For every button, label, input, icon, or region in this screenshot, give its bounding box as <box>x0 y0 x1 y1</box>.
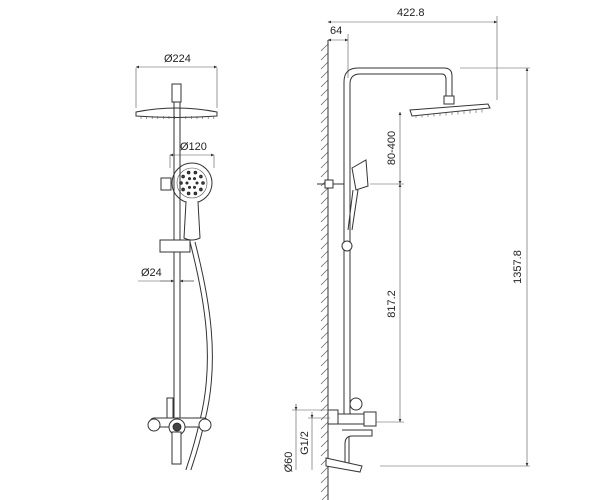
rail-diameter-label: Ø24 <box>141 267 162 279</box>
outlet-diameter-dimension: Ø60 <box>283 404 330 472</box>
wall-offset-dimension: 64 <box>327 25 349 78</box>
side-mixer <box>325 397 377 473</box>
hand-shower <box>171 162 213 241</box>
head-diameter-label: Ø224 <box>164 53 191 65</box>
riser-pipe <box>343 67 453 420</box>
hand-shower-diameter-dimension: Ø120 <box>169 141 215 168</box>
outlet-diameter-label: Ø60 <box>283 452 295 473</box>
rail-height-dimension: 817.2 <box>376 183 404 423</box>
total-height-label: 1357.8 <box>512 250 524 284</box>
total-reach-dimension: 422.8 <box>327 7 498 100</box>
total-height-dimension: 1357.8 <box>380 67 530 467</box>
adjust-range-label: 80-400 <box>386 131 398 165</box>
total-reach-label: 422.8 <box>397 7 425 19</box>
hand-shower-diameter-label: Ø120 <box>180 141 207 153</box>
thread-label: G1/2 <box>299 431 311 455</box>
rail-height-label: 817.2 <box>386 290 398 318</box>
thread-dimension: G1/2 <box>299 412 330 470</box>
slider <box>159 239 191 253</box>
side-hand-shower <box>317 159 369 252</box>
overhead-shower-head <box>135 83 218 119</box>
side-view: 422.8 64 <box>283 7 530 500</box>
front-view: Ø224 Ø120 <box>135 53 218 471</box>
rail-diameter-dimension: Ø24 <box>138 267 194 283</box>
upper-holder <box>160 177 172 191</box>
head-diameter-dimension: Ø224 <box>135 53 218 108</box>
wall-offset-label: 64 <box>330 25 342 37</box>
hose <box>185 241 208 471</box>
mixer-valve <box>147 397 212 465</box>
wall <box>320 40 329 500</box>
slide-rail <box>173 102 181 420</box>
adjust-range-dimension: 80-400 <box>370 111 404 185</box>
side-shower-head <box>409 95 491 118</box>
